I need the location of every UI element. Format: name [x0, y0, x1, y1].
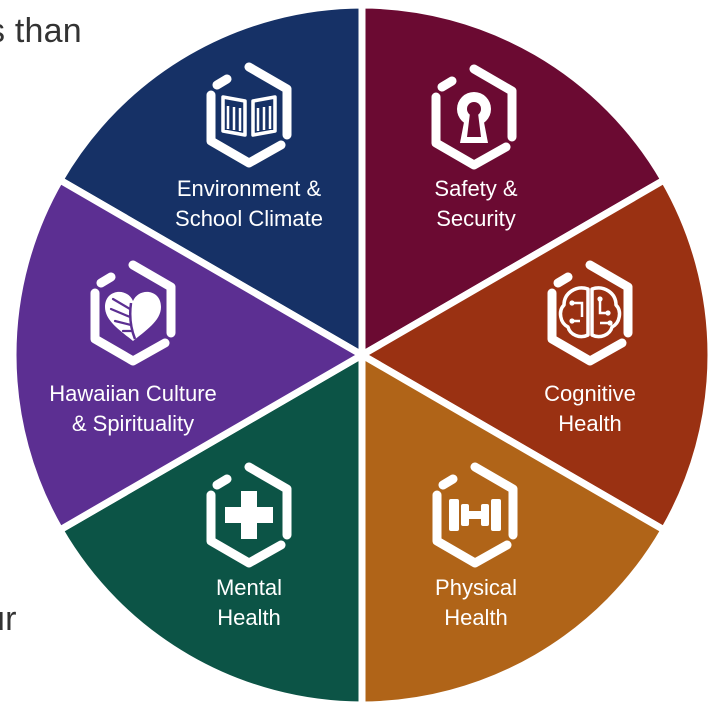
leaf-heart-icon	[90, 260, 176, 366]
segment-hawaiian: Hawaiian Culture & Spirituality	[9, 176, 366, 534]
segment-physical-label-line2: Health	[444, 605, 508, 630]
segment-cognitive-label-line2: Health	[558, 411, 622, 436]
segment-hawaiian-label-line1: Hawaiian Culture	[49, 381, 217, 406]
background-text-bottom: ur	[0, 600, 17, 638]
background-text-top: s than	[0, 12, 82, 50]
segment-mental: Mental Health	[56, 351, 366, 706]
segment-mental-label-line2: Health	[217, 605, 281, 630]
segment-environment-label-line1: Environment &	[177, 176, 322, 201]
dumbbell-icon	[432, 462, 518, 568]
segment-safety-wedge	[358, 1, 668, 359]
medical-cross-icon	[206, 462, 292, 568]
keyhole-icon	[431, 64, 517, 170]
segment-mental-label-line1: Mental	[216, 575, 282, 600]
segment-environment-label-line2: School Climate	[175, 206, 323, 231]
segment-hawaiian-label-line2: & Spirituality	[72, 411, 194, 436]
segment-safety-label-line2: Security	[436, 206, 515, 231]
segment-safety-label-line1: Safety &	[434, 176, 517, 201]
segment-physical: Physical Health	[358, 351, 668, 706]
segment-physical-label-line1: Physical	[435, 575, 517, 600]
segment-cognitive: Cognitive Health	[358, 176, 715, 534]
segment-safety: Safety & Security	[358, 1, 668, 359]
segment-hawaiian-wedge	[9, 176, 366, 534]
segment-environment: Environment & School Climate	[56, 1, 366, 359]
segment-cognitive-wedge	[358, 176, 715, 534]
brain-icon	[547, 260, 633, 366]
segment-cognitive-label-line1: Cognitive	[544, 381, 636, 406]
book-icon	[206, 62, 292, 168]
